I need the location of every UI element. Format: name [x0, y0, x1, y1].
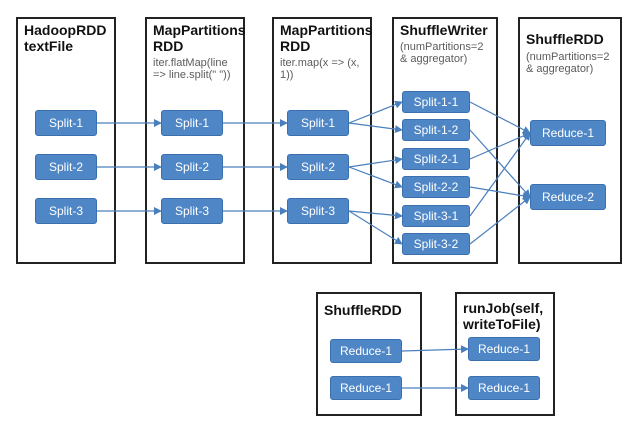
- node-flatmap-split-1: Split-1: [161, 110, 223, 136]
- node-hadoop-split-1: Split-1: [35, 110, 97, 136]
- node-bottom-shufflerdd-reduce-1b: Reduce-1: [330, 376, 402, 400]
- arrow-writer11-reduce1: [469, 101, 531, 134]
- panel-title: ShuffleRDD: [324, 302, 402, 318]
- arrow-map1-writer11: [348, 100, 403, 124]
- node-map-split-1: Split-1: [287, 110, 349, 136]
- panel-subtitle: iter.map(x => (x, 1)): [280, 57, 360, 81]
- arrow-bottom-reduce-1a: [401, 345, 469, 354]
- node-hadoop-split-3: Split-3: [35, 198, 97, 224]
- arrow-writer22-reduce2: [469, 186, 531, 200]
- arrow-map3-writer32: [348, 210, 403, 245]
- panel-title: HadoopRDD textFile: [24, 22, 107, 54]
- node-map-split-2: Split-2: [287, 154, 349, 180]
- panel-title: ShuffleRDD: [526, 31, 604, 47]
- arrow-map2-writer22: [348, 166, 403, 189]
- panel-subtitle: (numPartitions=2 & aggregator): [526, 51, 610, 75]
- arrow-writer12-reduce2: [469, 129, 531, 198]
- node-writer-split-1-1: Split-1-1: [402, 91, 470, 113]
- arrow-map3-writer31: [348, 210, 403, 220]
- node-writer-split-1-2: Split-1-2: [402, 119, 470, 141]
- panel-title: MapPartitions RDD: [280, 22, 373, 54]
- node-hadoop-split-2: Split-2: [35, 154, 97, 180]
- node-map-split-3: Split-3: [287, 198, 349, 224]
- panel-subtitle: (numPartitions=2 & aggregator): [400, 41, 484, 65]
- arrow-writer32-reduce2: [469, 196, 531, 245]
- arrow-writer21-reduce1: [469, 132, 531, 160]
- node-shufflerdd-reduce-2: Reduce-2: [530, 184, 606, 210]
- node-runjob-reduce-1a: Reduce-1: [468, 337, 540, 361]
- node-shufflerdd-reduce-1: Reduce-1: [530, 120, 606, 146]
- node-writer-split-2-1: Split-2-1: [402, 148, 470, 170]
- node-writer-split-2-2: Split-2-2: [402, 176, 470, 198]
- node-flatmap-split-2: Split-2: [161, 154, 223, 180]
- node-flatmap-split-3: Split-3: [161, 198, 223, 224]
- panel-title: runJob(self, writeToFile): [463, 300, 544, 332]
- panel-title: ShuffleWriter: [400, 22, 488, 38]
- arrow-map1-writer12: [348, 122, 403, 134]
- node-writer-split-3-2: Split-3-2: [402, 233, 470, 255]
- arrow-writer31-reduce1: [469, 132, 531, 217]
- node-bottom-shufflerdd-reduce-1a: Reduce-1: [330, 339, 402, 363]
- panel-subtitle: iter.flatMap(line => line.split(" ")): [153, 57, 231, 81]
- node-runjob-reduce-1b: Reduce-1: [468, 376, 540, 400]
- panel-title: MapPartitions RDD: [153, 22, 246, 54]
- arrow-map2-writer21: [348, 156, 403, 168]
